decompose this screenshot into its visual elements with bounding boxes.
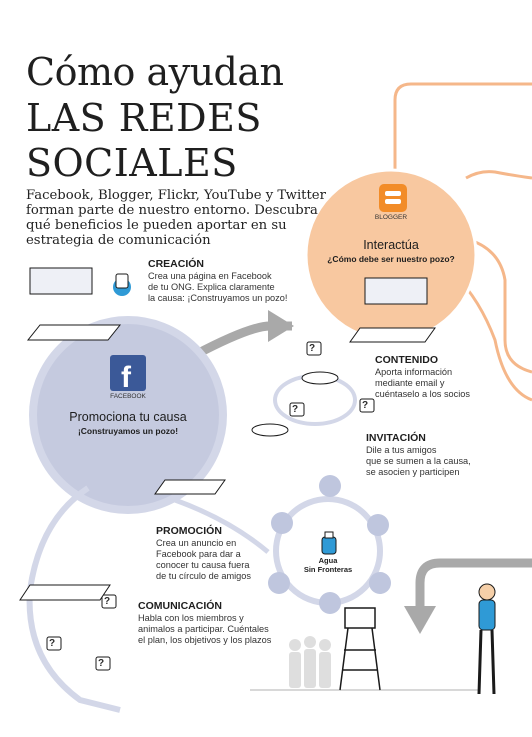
gray-arrow-head-top [268, 310, 294, 342]
gray-arrow-bottom [415, 558, 532, 608]
comunicacion-line: Habla con los miembros y [138, 613, 244, 623]
title-line-1: Cómo ayudan [26, 50, 284, 94]
title-line-3: SOCIALES [26, 141, 238, 185]
comunicacion-title: COMUNICACIÓN [138, 600, 222, 612]
question-mark-6: ? [98, 658, 105, 669]
question-mark-1: ? [309, 343, 316, 354]
comunicacion-line: animalos a participar. Cuéntales [138, 624, 269, 634]
contenido-line: Aporta información [375, 367, 453, 377]
comunicacion-text: Habla con los miembros y animalos a part… [138, 613, 308, 646]
question-mark-4: ? [104, 596, 111, 607]
blogger-logo [379, 184, 407, 212]
water-jug-icon [321, 531, 337, 555]
promocion-line: Crea un anuncio en [156, 538, 237, 548]
facebook-logo: f [110, 355, 146, 394]
agua-sin-fronteras-label: Agua Sin Fronteras [288, 556, 368, 574]
question-mark-3: ? [362, 400, 369, 411]
promocion-line: Facebook para dar a [156, 549, 241, 559]
question-mark-2: ? [292, 404, 299, 415]
question-bubble-icon [46, 341, 375, 671]
contenido-line: mediante email y [375, 378, 445, 388]
blogger-subtitle: ¿Cómo debe ser nuestro pozo? [327, 254, 455, 264]
svg-text:f: f [121, 361, 132, 394]
question-mark-5: ? [49, 638, 56, 649]
contenido-line: cuéntaselo a los socios [375, 389, 470, 399]
contenido-title: CONTENIDO [375, 354, 438, 366]
network-people [268, 475, 391, 614]
creacion-jug-icon [113, 273, 131, 296]
promocion-text: Crea un anuncio en Facebook para dar a c… [156, 538, 286, 582]
contenido-text: Aporta información mediante email y cuén… [375, 367, 525, 400]
desk-illustrations [19, 267, 436, 601]
title-line-2: LAS REDES [26, 96, 262, 140]
creacion-text: Crea una página en Facebook de tu ONG. E… [148, 271, 308, 304]
facebook-circle [29, 316, 227, 514]
agua-line-1: Agua [318, 556, 338, 565]
invitacion-line: se asocien y participen [366, 467, 460, 477]
creacion-line: de tu ONG. Explica claramente [148, 282, 275, 292]
crowd-silhouettes [289, 636, 331, 688]
woman-figure [477, 583, 496, 695]
invitacion-line: que se sumen a la causa, [366, 456, 471, 466]
creacion-line: Crea una página en Facebook [148, 271, 272, 281]
comunicacion-line: el plan, los objetivos y los plazos [138, 635, 272, 645]
promocion-title: PROMOCIÓN [156, 525, 222, 537]
water-tower-icon [339, 607, 381, 691]
facebook-subtitle: ¡Construyamos un pozo! [77, 426, 179, 436]
lavender-track-2 [174, 497, 270, 554]
promocion-line: conocer tu causa fuera [156, 560, 250, 570]
invitacion-line: Dile a tus amigos [366, 445, 437, 455]
invitacion-title: INVITACIÓN [366, 432, 426, 444]
facebook-logo-label: FACEBOOK [110, 393, 146, 400]
agua-line-2: Sin Fronteras [303, 565, 353, 574]
invitacion-text: Dile a tus amigos que se sumen a la caus… [366, 445, 516, 478]
blogger-title: Interactúa [363, 238, 419, 252]
intro-paragraph: Facebook, Blogger, Flickr, YouTube y Twi… [26, 188, 326, 248]
facebook-title: Promociona tu causa [69, 410, 187, 424]
gray-arrow-head-bottom [404, 606, 436, 634]
creacion-title: CREACIÓN [148, 258, 205, 270]
promocion-line: de tu círculo de amigos [156, 571, 251, 581]
blogger-logo-label: BLOGGER [374, 214, 408, 221]
creacion-line: la causa: ¡Construyamos un pozo! [148, 293, 288, 303]
